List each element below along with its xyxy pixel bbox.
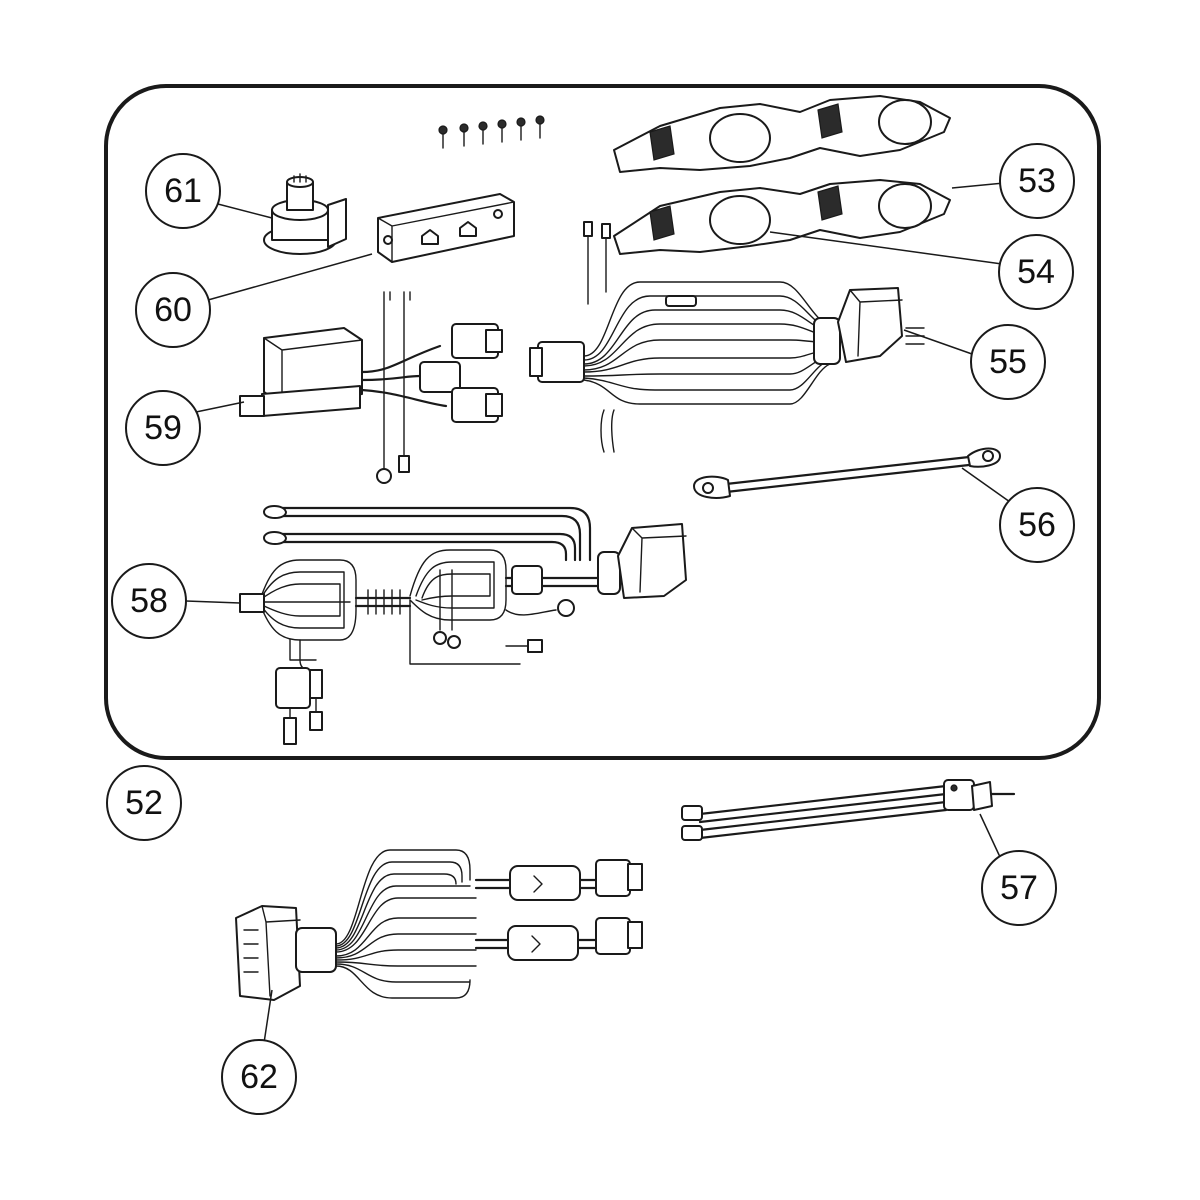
toggle-switch-harness-icon <box>681 779 1016 841</box>
svg-text:52: 52 <box>125 784 163 822</box>
callout-55: 55 <box>970 324 1046 400</box>
leader-lines <box>185 182 1011 1044</box>
callout-58: 58 <box>111 563 187 639</box>
light-bracket-icon <box>613 95 951 173</box>
callout-59: 59 <box>125 390 201 466</box>
callout-57: 57 <box>981 850 1057 926</box>
svg-text:60: 60 <box>154 291 192 329</box>
vehicle-harness-icon <box>239 505 687 745</box>
svg-text:54: 54 <box>1017 253 1055 291</box>
screws-icon <box>438 115 545 149</box>
svg-text:58: 58 <box>130 582 168 620</box>
plow-harness-icon <box>235 849 643 1001</box>
relay-harness-icon <box>239 291 503 484</box>
kit-boundary <box>104 84 1101 760</box>
callout-56: 56 <box>999 487 1075 563</box>
callout-54: 54 <box>998 234 1074 310</box>
callout-62: 62 <box>221 1039 297 1115</box>
svg-text:62: 62 <box>240 1058 278 1096</box>
headlight-harness-icon <box>529 281 925 453</box>
svg-text:59: 59 <box>144 409 182 447</box>
light-bracket-lower-icon <box>583 179 951 305</box>
svg-text:61: 61 <box>164 172 202 210</box>
callout-61: 61 <box>145 153 221 229</box>
callout-53: 53 <box>999 143 1075 219</box>
mounting-bracket-icon <box>377 193 515 263</box>
svg-text:56: 56 <box>1018 506 1056 544</box>
svg-text:53: 53 <box>1018 162 1056 200</box>
svg-text:55: 55 <box>989 343 1027 381</box>
switch-knob-icon <box>263 173 347 255</box>
battery-cable-icon <box>693 447 1001 499</box>
callout-60: 60 <box>135 272 211 348</box>
callout-52: 52 <box>106 765 182 841</box>
svg-text:57: 57 <box>1000 869 1038 907</box>
